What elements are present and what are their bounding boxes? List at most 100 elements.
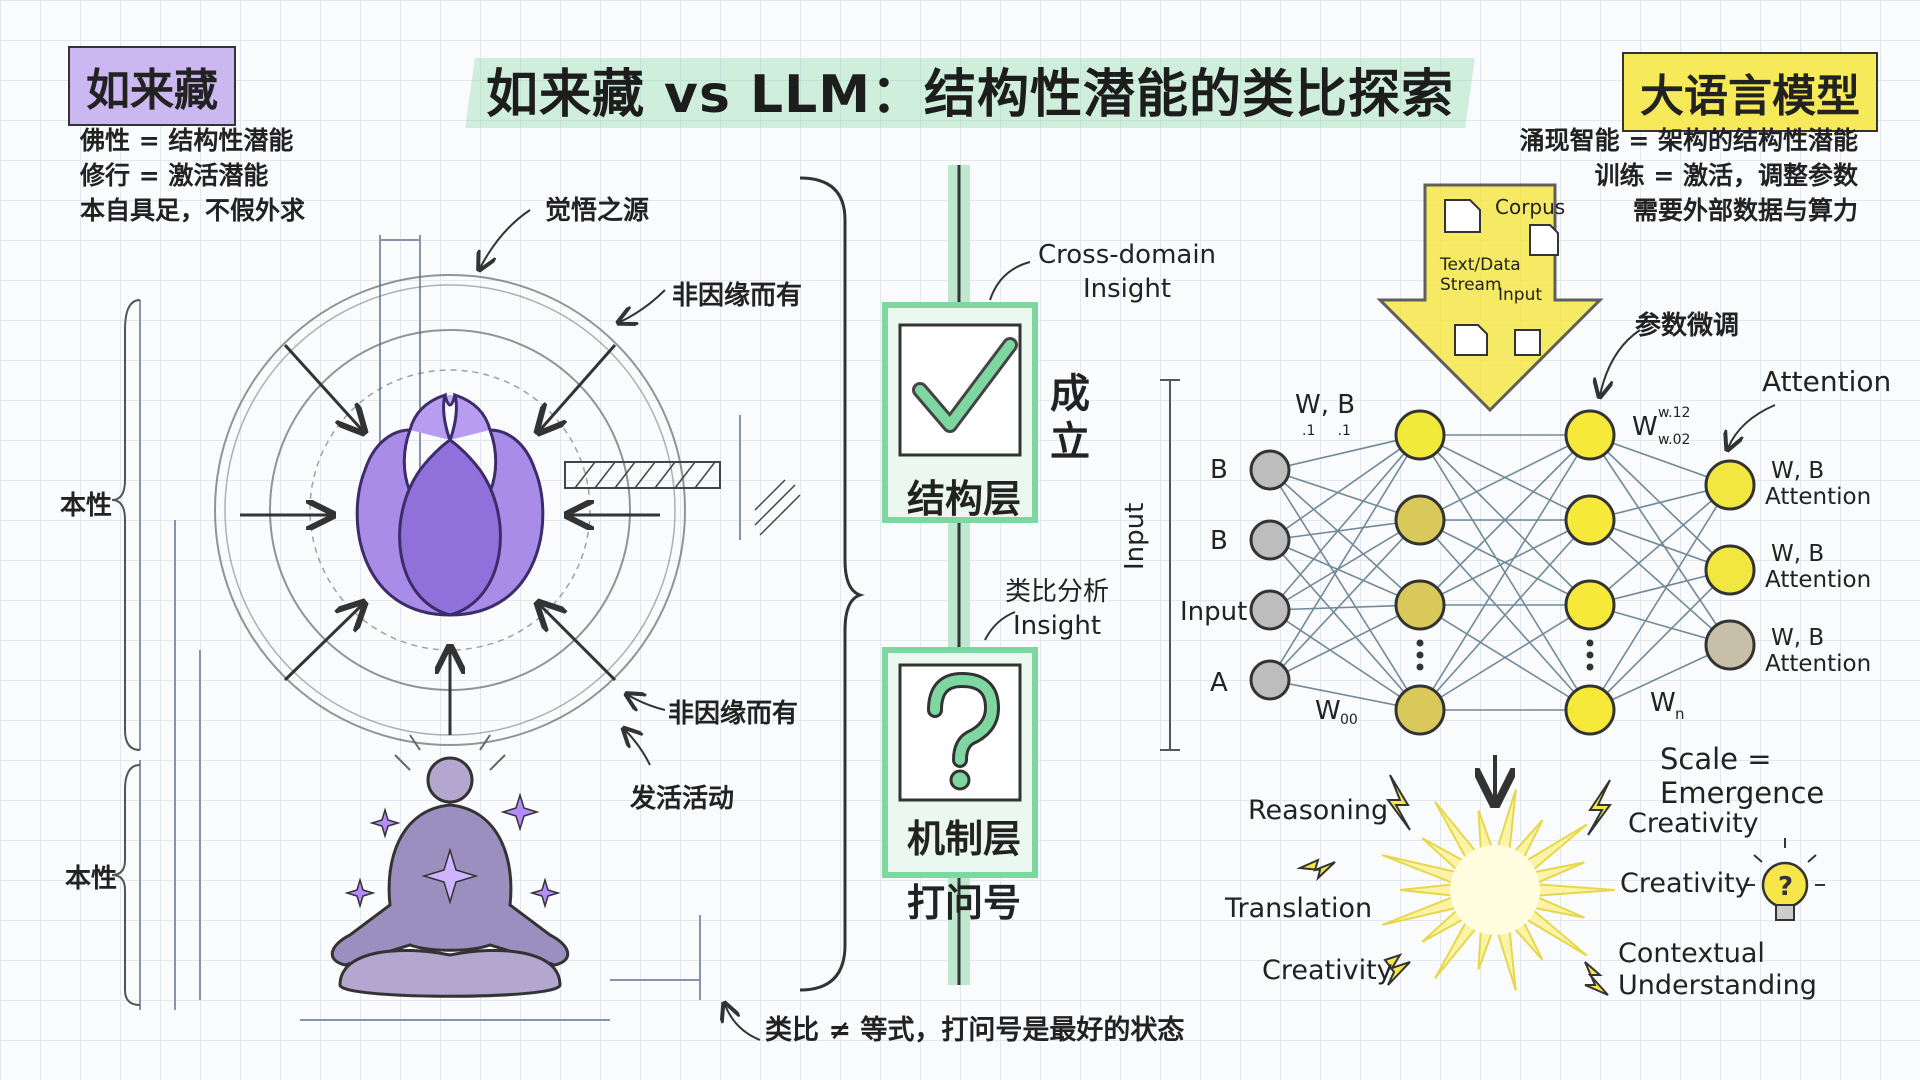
stream-label: Text/Data Stream	[1440, 255, 1521, 295]
network-edge	[1419, 519, 1591, 606]
weight-label-2: W	[1632, 412, 1658, 442]
tathagatagarbha-tag: 如来藏	[68, 46, 236, 126]
weight-label-n: W	[1650, 688, 1676, 718]
ellipsis-dot	[1416, 651, 1424, 659]
network-edges	[1269, 434, 1731, 711]
left-note: 佛性 = 结构性潜能	[80, 126, 294, 155]
ellipsis-dot	[1586, 651, 1594, 659]
network-node	[1704, 459, 1756, 511]
nature-bracket-top	[111, 299, 141, 751]
right-note: 需要外部数据与算力	[1632, 196, 1858, 225]
footer-note: 类比 ≠ 等式，打问号是最好的状态	[765, 1015, 1185, 1046]
input-node-label: A	[1210, 668, 1228, 698]
corpus-input-label: Input	[1498, 285, 1543, 305]
network-node	[1564, 579, 1616, 631]
weight-sub-0: 00	[1340, 712, 1358, 728]
dimension-lines	[139, 235, 741, 1021]
network-node	[1394, 579, 1446, 631]
analysis-pointer	[984, 611, 1016, 641]
network-node	[1704, 619, 1756, 671]
network-edge	[1269, 469, 1421, 521]
network-edge	[1419, 434, 1591, 521]
network-edge	[1269, 604, 1421, 681]
network-edge	[1269, 519, 1421, 611]
weight-sub-n: n	[1675, 705, 1685, 723]
document-icons	[1444, 199, 1559, 356]
network-edge	[1269, 434, 1421, 611]
nature-label-bottom: 本性	[65, 864, 118, 894]
emergent-ability-label: Creativity	[1628, 808, 1759, 839]
inward-arrows	[240, 343, 660, 735]
emergent-ability-label: Creativity	[1620, 868, 1751, 899]
activation-label: 发活活动	[630, 784, 735, 814]
network-edge	[1589, 484, 1731, 606]
page-title: 如来藏 vs LLM：结构性潜能的类比探索	[485, 65, 1455, 125]
left-notes: 佛性 = 结构性潜能 修行 = 激活潜能 本自具足，不假外求	[80, 123, 305, 228]
check-icon	[915, 340, 1015, 430]
attention-label: Attention	[1762, 365, 1892, 398]
network-node	[1249, 449, 1291, 491]
pointer-arrows	[480, 209, 761, 1041]
network-edge	[1589, 519, 1731, 646]
network-edge	[1419, 604, 1591, 711]
network-node	[1394, 409, 1446, 461]
output-label: W, B Attention	[1765, 541, 1872, 593]
network-edge	[1269, 434, 1421, 541]
hatched-box	[564, 461, 721, 489]
corpus-label: Corpus	[1495, 195, 1566, 219]
source-label: 觉悟之源	[545, 196, 650, 226]
input-node-label: B	[1210, 455, 1228, 485]
svg-text:?: ?	[1778, 872, 1793, 902]
meditating-figure	[331, 734, 569, 998]
right-note: 涌现智能 = 架构的结构性潜能	[1519, 126, 1858, 155]
network-edge	[1419, 519, 1591, 711]
emergent-ability-label: Reasoning	[1248, 795, 1389, 826]
network-edge	[1419, 434, 1591, 711]
weight-label-1: W, B	[1295, 390, 1356, 420]
structure-layer-label: 结构层	[906, 477, 1021, 521]
input-node-label: Input	[1180, 597, 1248, 627]
left-note: 修行 = 激活潜能	[80, 161, 269, 190]
finetune-pointer	[1600, 329, 1641, 395]
scale-emergence-label: Scale = Emergence	[1660, 742, 1825, 810]
right-note: 训练 = 激活，调整参数	[1594, 161, 1858, 190]
network-edge	[1269, 539, 1421, 606]
noncause-label-bottom: 非因缘而有	[668, 699, 799, 729]
established-label: 成 立	[1050, 371, 1090, 465]
noncause-label-top: 非因缘而有	[672, 281, 803, 311]
question-mark-caption: 打问号	[906, 881, 1021, 925]
nature-label-top: 本性	[60, 491, 113, 521]
network-node	[1704, 544, 1756, 596]
emergence-burst	[1381, 755, 1616, 991]
network-edge	[1589, 484, 1731, 711]
cross-domain-label: Cross-domain Insight	[1038, 240, 1217, 304]
network-edge	[1589, 434, 1731, 646]
network-edge	[1419, 434, 1591, 606]
output-label: W, B Attention	[1765, 458, 1872, 510]
analogy-analysis-label: 类比分析 Insight	[1005, 577, 1110, 641]
lotus-flower	[355, 392, 545, 617]
input-node-label: B	[1210, 526, 1228, 556]
weight-sub-1: .1 .1	[1302, 423, 1351, 439]
network-edge	[1589, 644, 1731, 711]
network-node	[1394, 684, 1446, 736]
network-edge	[1269, 519, 1421, 681]
network-nodes	[1249, 409, 1756, 736]
right-notes: 涌现智能 = 架构的结构性潜能 训练 = 激活，调整参数 需要外部数据与算力	[1520, 123, 1858, 228]
network-edge	[1269, 539, 1421, 711]
finetune-label: 参数微调	[1635, 311, 1740, 341]
network-node	[1249, 519, 1291, 561]
network-edge	[1589, 569, 1731, 711]
emergent-ability-label: Creativity	[1262, 955, 1393, 986]
network-edge	[1269, 469, 1421, 711]
network-edge	[1269, 434, 1421, 681]
ellipsis-dot	[1416, 663, 1424, 671]
input-axis	[1160, 379, 1180, 751]
weight-sup-2: w.12	[1658, 405, 1691, 421]
llm-tag: 大语言模型	[1622, 52, 1878, 132]
weight-label-0: W	[1315, 696, 1341, 726]
network-edge	[1269, 434, 1421, 471]
question-icon	[927, 671, 1001, 791]
attention-pointer	[1728, 404, 1776, 448]
